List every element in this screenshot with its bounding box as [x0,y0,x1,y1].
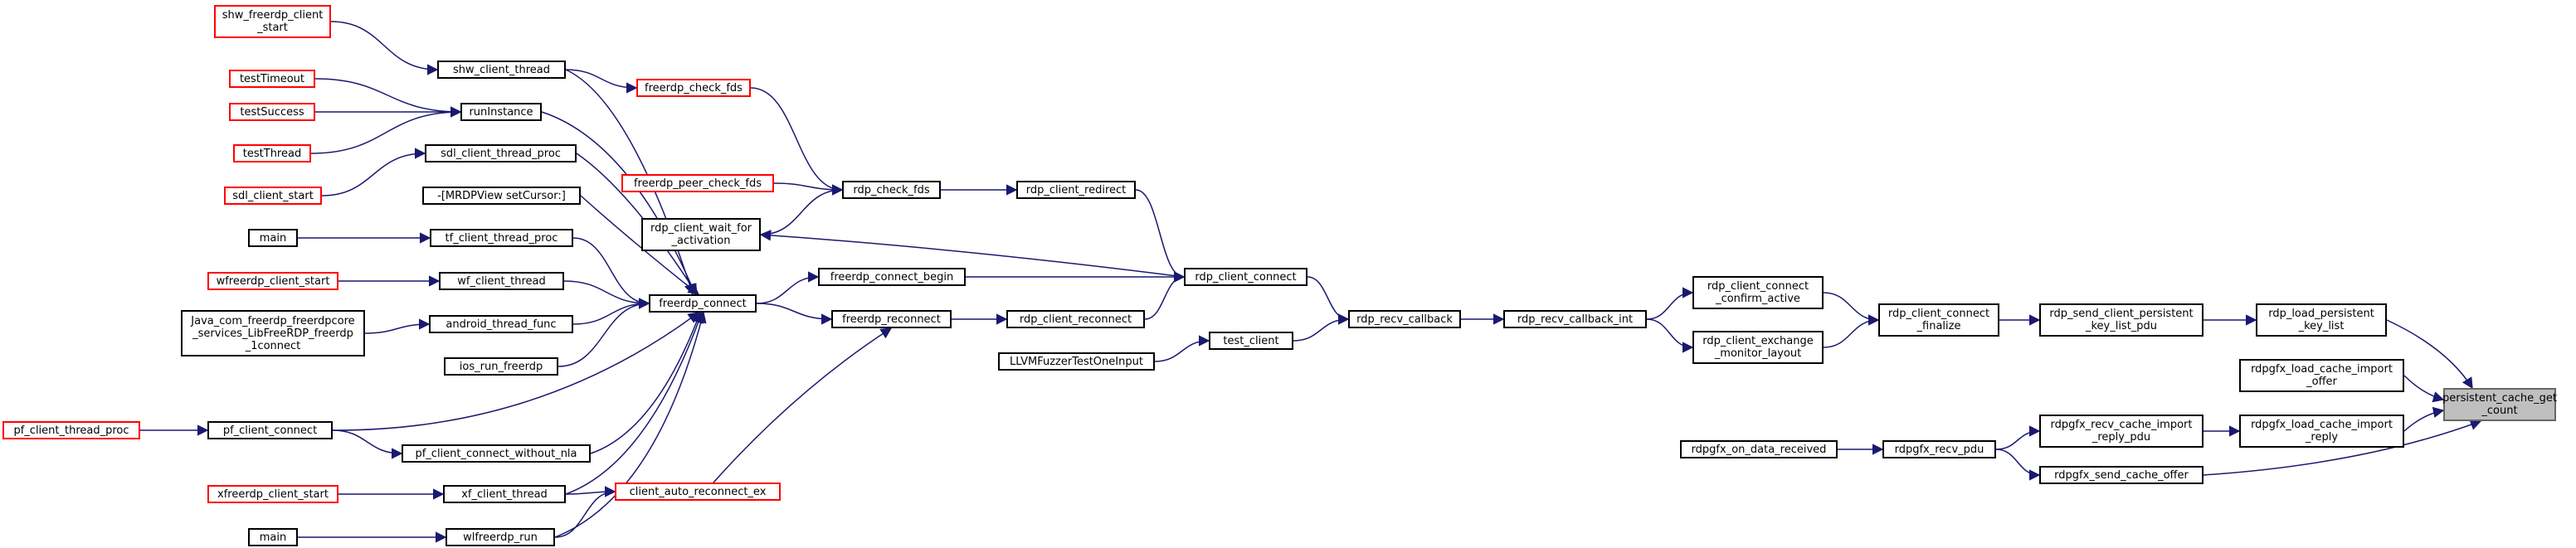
graph-node-rdpgfx-on-data-received[interactable]: rdpgfx_on_data_received [1680,440,1838,458]
edge-testThread-to-runInstance [310,106,462,154]
edge-ios_run_freerdp-to-freerdp_connect [558,298,650,367]
edge-sdl_client_start-to-sdl_client_thread_proc [321,148,426,196]
graph-node-wf-client-thread[interactable]: wf_client_thread [439,272,564,290]
graph-node-rdp-load-persistent-key-list[interactable]: rdp_load_persistent _key_list [2256,303,2387,337]
graph-node-freerdp-check-fds[interactable]: freerdp_check_fds [636,79,751,97]
edge-tf_client_thread_proc-to-freerdp_connect [572,237,650,309]
edge-freerdp_connect-to-freerdp_reconnect [756,303,833,325]
graph-node-rdpgfx-load-cache-import-offer[interactable]: rdpgfx_load_cache_import _offer [2239,359,2404,392]
graph-node-test-client[interactable]: test_client [1209,332,1293,350]
edge-rdpgfx_load_cache_import_offer-to-persistent_cache_get_count [2403,375,2445,403]
edge-sdl_client_thread_proc-to-freerdp_connect [576,153,698,296]
graph-node-sdl-client-thread-proc[interactable]: sdl_client_thread_proc [425,144,577,162]
graph-node-rdp-client-redirect[interactable]: rdp_client_redirect [1016,181,1136,199]
graph-node-wlfreerdp-run[interactable]: wlfreerdp_run [446,528,555,546]
graph-node-main-wl[interactable]: main [248,528,298,546]
edge-rdp_recv_callback_int-to-rdp_client_connect_confirm_active [1646,287,1694,320]
edge-pf_client_connect-to-freerdp_connect [332,312,700,431]
edge-rdp_client_connect-to-rdp_client_wait_for_activation [759,230,1185,278]
edge-rdp_load_persistent_key_list-to-persistent_cache_get_count [2386,319,2473,390]
graph-node-freerdp-peer-check-fds[interactable]: freerdp_peer_check_fds [621,174,774,192]
edge-rdpgfx_send_cache_offer-to-persistent_cache_get_count [2203,419,2482,476]
graph-node-rdp-check-fds[interactable]: rdp_check_fds [842,181,941,199]
graph-node-xf-client-thread[interactable]: xf_client_thread [443,485,566,503]
graph-node-rdp-client-exchange-monitor-layout[interactable]: rdp_client_exchange _monitor_layout [1692,331,1824,364]
graph-node-rdpgfx-load-cache-import-reply[interactable]: rdpgfx_load_cache_import _reply [2239,415,2404,448]
graph-node-rdp-client-connect-confirm-active[interactable]: rdp_client_connect _confirm_active [1692,276,1824,309]
edge-freerdp_peer_check_fds-to-rdp_check_fds [773,182,844,196]
graph-node-pf-client-connect[interactable]: pf_client_connect [207,421,333,439]
graph-node-runinstance[interactable]: runInstance [460,103,542,121]
graph-node-freerdp-reconnect[interactable]: freerdp_reconnect [831,310,952,328]
graph-node-wfreerdp-client-start[interactable]: wfreerdp_client_start [207,272,338,290]
graph-node-freerdp-connect-begin[interactable]: freerdp_connect_begin [818,268,966,286]
edge-test_client-to-rdp_recv_callback [1293,313,1350,342]
graph-node-rdp-client-reconnect[interactable]: rdp_client_reconnect [1006,310,1145,328]
graph-node-testsuccess[interactable]: testSuccess [229,103,315,121]
edge-rdpgfx_recv_pdu-to-rdpgfx_send_cache_offer [1995,449,2041,481]
graph-node-persistent-cache-get-count: persistent_cache_get _count [2442,388,2557,421]
graph-node-pf-client-connect-without-nla[interactable]: pf_client_connect_without_nla [402,444,591,463]
graph-node-tf-client-thread-proc[interactable]: tf_client_thread_proc [430,229,573,247]
graph-node-testtimeout[interactable]: testTimeout [229,70,315,88]
graph-node-rdp-client-connect-finalize[interactable]: rdp_client_connect _finalize [1878,303,1999,337]
graph-node-rdp-send-client-persistent-key-list-pdu[interactable]: rdp_send_client_persistent _key_list_pdu [2039,303,2203,337]
edge-android_thread_func-to-freerdp_connect [572,298,650,325]
edge-LLVMFuzzerTestOneInput-to-test_client [1154,335,1210,362]
graph-node-rdp-recv-callback[interactable]: rdp_recv_callback [1348,310,1461,328]
graph-node-shw-client-thread[interactable]: shw_client_thread [437,61,566,79]
graph-node-ios-run-freerdp[interactable]: ios_run_freerdp [444,357,558,376]
edge-shw_freerdp_client_start-to-shw_client_thread [330,21,439,75]
edge-pf_client_connect-to-pf_client_connect_without_nla [332,429,403,459]
edge-rdp_client_connect_confirm_active-to-rdp_client_connect_finalize [1823,292,1880,326]
graph-node-mrdpview-setcursor[interactable]: -[MRDPView setCursor:] [422,187,581,205]
graph-node-sdl-client-start[interactable]: sdl_client_start [224,187,322,205]
graph-node-pf-client-thread-proc[interactable]: pf_client_thread_proc [2,421,140,439]
edge-rdp_recv_callback_int-to-rdp_client_exchange_monitor_layout [1646,318,1694,353]
edge-testTimeout-to-runInstance [314,78,462,118]
graph-node-freerdp-connect[interactable]: freerdp_connect [649,294,757,313]
edge-rdpgfx_load_cache_import_reply-to-persistent_cache_get_count [2403,406,2445,432]
graph-node-rdp-client-connect[interactable]: rdp_client_connect [1184,268,1307,286]
edge-xf_client_thread-to-freerdp_connect [565,311,704,495]
graph-node-xfreerdp-client-start[interactable]: xfreerdp_client_start [207,485,338,503]
graph-node-llvmfuzzertestoneinput[interactable]: LLVMFuzzerTestOneInput [998,352,1155,371]
graph-node-rdpgfx-recv-pdu[interactable]: rdpgfx_recv_pdu [1882,440,1996,458]
edge-rdp_client_wait_for_activation-to-rdp_check_fds [760,184,844,235]
edge-shw_client_thread-to-freerdp_check_fds [565,69,638,94]
edge-pf_client_connect_without_nla-to-freerdp_connect [590,311,703,454]
edge-rdp_client_reconnect-to-rdp_client_connect [1144,271,1186,320]
graph-node-shw-freerdp-client-start[interactable]: shw_freerdp_client _start [214,5,331,38]
graph-node-testthread[interactable]: testThread [233,144,311,162]
graph-node-java-connect[interactable]: Java_com_freerdp_freerdpcore _services_L… [181,310,365,356]
graph-node-client-auto-reconnect-ex[interactable]: client_auto_reconnect_ex [615,483,781,501]
graph-node-rdpgfx-send-cache-offer[interactable]: rdpgfx_send_cache_offer [2039,466,2203,484]
graph-node-rdp-recv-callback-int[interactable]: rdp_recv_callback_int [1503,310,1647,328]
edge-java_connect-to-android_thread_func [364,318,431,334]
graph-node-android-thread-func[interactable]: android_thread_func [429,315,573,333]
edge-wlfreerdp_run-to-client_auto_reconnect_ex [554,486,616,538]
edge-rdpgfx_recv_pdu-to-rdpgfx_recv_cache_import_reply_pdu [1995,425,2041,450]
edge-freerdp_connect-to-freerdp_connect_begin [756,271,820,304]
edge-rdp_client_connect-to-rdp_recv_callback [1307,276,1350,325]
edge-client_auto_reconnect_ex-to-freerdp_reconnect [713,327,893,483]
edge-runInstance-to-freerdp_connect [541,111,697,296]
graph-node-main-tf[interactable]: main [248,229,298,247]
edge-rdp_client_redirect-to-rdp_client_connect [1135,189,1186,283]
edge-wlfreerdp_run-to-freerdp_connect [554,311,707,538]
graph-node-rdp-client-wait-for-activation[interactable]: rdp_client_wait_for _activation [641,218,761,251]
edge-freerdp_check_fds-to-rdp_check_fds [750,87,844,196]
graph-node-rdpgfx-recv-cache-import-reply-pdu[interactable]: rdpgfx_recv_cache_import _reply_pdu [2039,415,2203,448]
edge-wf_client_thread-to-freerdp_connect [563,280,650,309]
edge-rdp_client_exchange_monitor_layout-to-rdp_client_connect_finalize [1823,314,1880,348]
edge-MRDPView_setCursor-to-freerdp_connect [580,195,700,295]
